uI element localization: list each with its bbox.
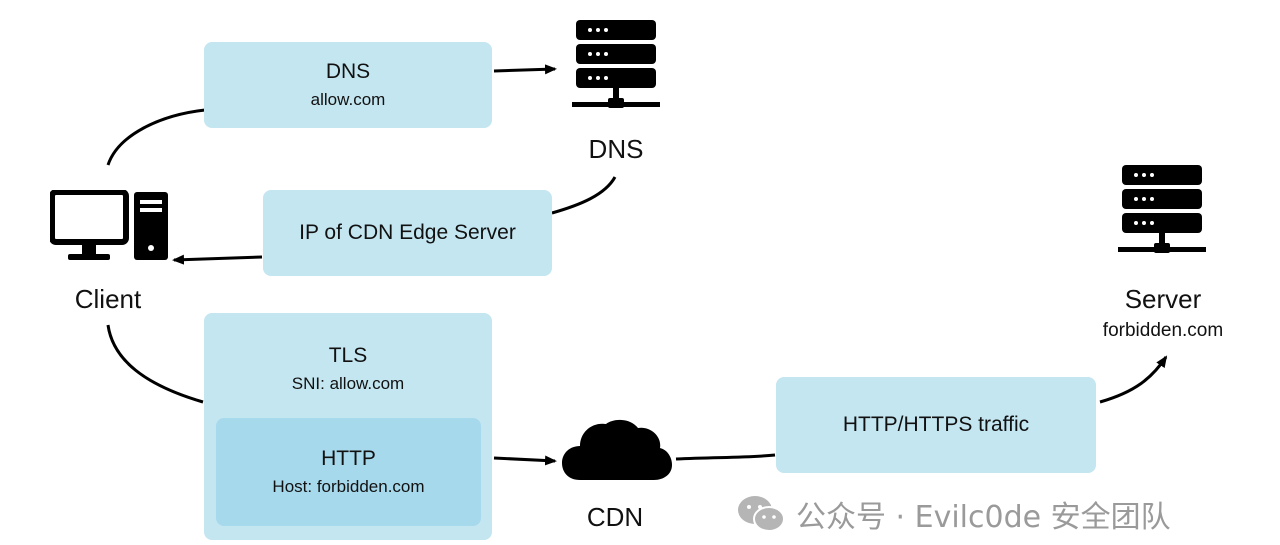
traffic-title: HTTP/HTTPS traffic	[842, 413, 1030, 436]
watermark: 公众号 · Evilc0de 安全团队	[736, 492, 1171, 536]
watermark-text: 公众号 · Evilc0de 安全团队	[796, 500, 1171, 535]
dns-node-label: DNS	[588, 134, 644, 164]
client-to-dns-query-curve	[106, 108, 206, 166]
tls-box: TLS SNI: allow.com HTTP Host: forbidden.…	[204, 313, 492, 540]
dns-query-arrow	[493, 64, 557, 75]
http-to-cdn-arrow	[493, 455, 557, 466]
traffic-to-server-arrow	[1099, 355, 1168, 404]
dns-response-box: IP of CDN Edge Server	[263, 190, 552, 276]
client-computer-icon	[50, 190, 168, 260]
http-box: HTTP Host: forbidden.com	[216, 418, 481, 526]
server-node-domain: forbidden.com	[1102, 320, 1224, 341]
http-host: Host: forbidden.com	[272, 477, 425, 496]
dns-query-box: DNS allow.com	[204, 42, 492, 128]
wechat-icon	[738, 496, 785, 532]
cdn-cloud-icon	[562, 419, 672, 480]
client-node-label: Client	[74, 284, 142, 314]
response-to-client-arrow	[172, 254, 263, 265]
server-node-label: Server	[1124, 284, 1202, 314]
traffic-box: HTTP/HTTPS traffic	[776, 377, 1096, 473]
cdn-to-traffic-line	[675, 453, 776, 461]
tls-sni: SNI: allow.com	[291, 374, 405, 393]
http-title: HTTP	[321, 447, 376, 470]
dns-response-title: IP of CDN Edge Server	[299, 221, 516, 244]
dns-query-domain: allow.com	[310, 90, 386, 109]
dns-to-response-curve	[551, 176, 617, 215]
origin-server-rack-icon	[1118, 165, 1206, 253]
client-to-tls-curve	[106, 324, 204, 404]
dns-query-title: DNS	[325, 60, 371, 83]
tls-title: TLS	[328, 344, 368, 367]
cdn-node-label: CDN	[586, 502, 644, 532]
dns-server-rack-icon	[572, 20, 660, 108]
